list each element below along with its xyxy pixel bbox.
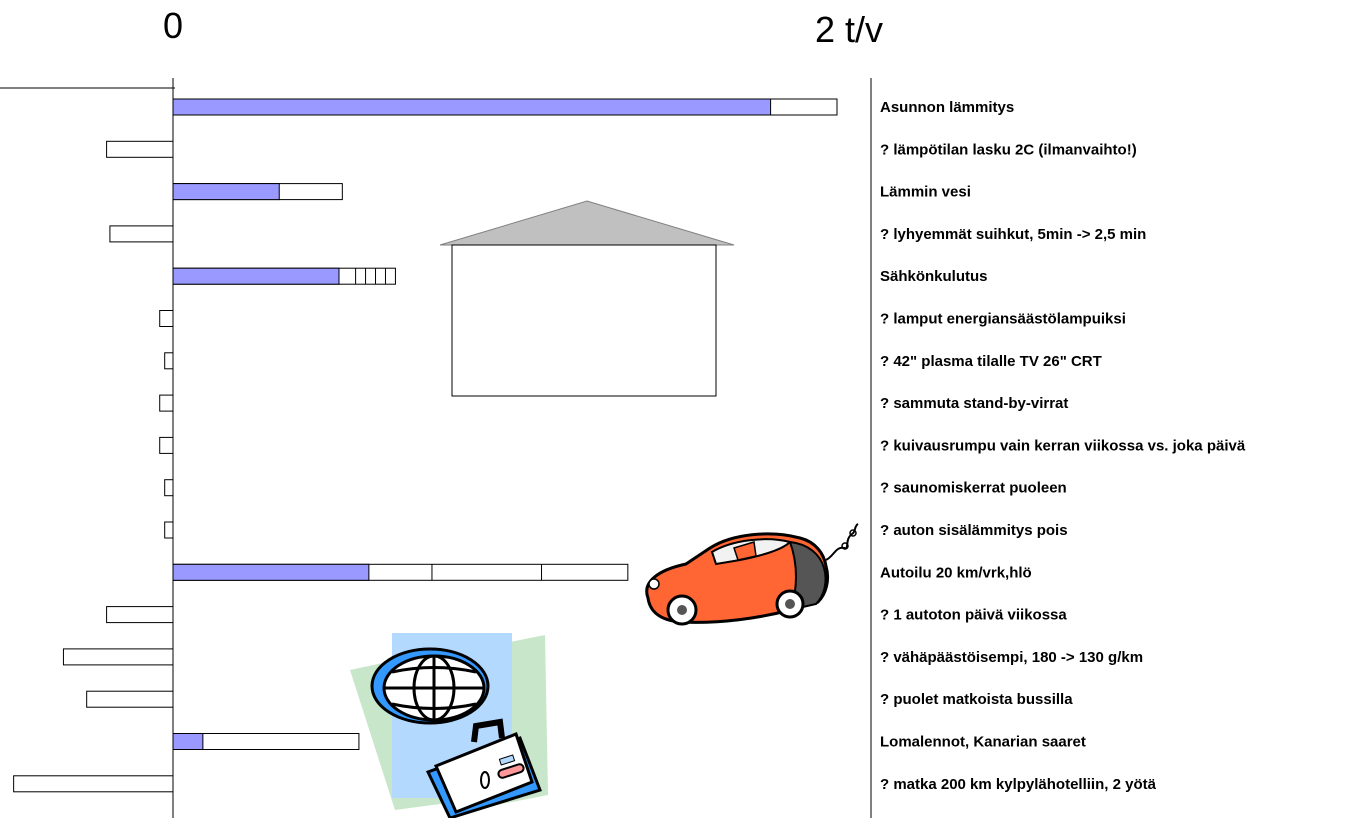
row-label-4: ? lyhyemmät suihkut, 5min -> 2,5 min bbox=[880, 226, 1146, 243]
row-label-15: ? puolet matkoista bussilla bbox=[880, 691, 1073, 708]
bar-row-13 bbox=[106, 606, 174, 624]
row-label-17: ? matka 200 km kylpylähotelliin, 2 yötä bbox=[880, 776, 1157, 793]
bar-row-17 bbox=[13, 775, 174, 793]
row-label-10: ? saunomiskerrat puoleen bbox=[880, 480, 1067, 497]
row-label-7: ? 42" plasma tilalle TV 26" CRT bbox=[880, 353, 1102, 370]
bar-row-8 bbox=[159, 394, 174, 412]
house-icon bbox=[439, 200, 735, 397]
bar-row-7 bbox=[164, 352, 174, 370]
bar-row-9 bbox=[159, 436, 174, 454]
bar-fill-row-3 bbox=[172, 183, 280, 201]
row-label-6: ? lamput energiansäästölampuiksi bbox=[880, 311, 1126, 328]
row-label-13: ? 1 autoton päivä viikossa bbox=[880, 607, 1067, 624]
row-label-9: ? kuivausrumpu vain kerran viikossa vs. … bbox=[880, 437, 1246, 454]
bar-row-2 bbox=[106, 140, 174, 158]
bars-group bbox=[13, 98, 838, 793]
row-labels-group: Asunnon lämmitys ? lämpötilan lasku 2C (i… bbox=[880, 99, 1246, 793]
bar-row-11 bbox=[164, 521, 174, 539]
row-label-12: Autoilu 20 km/vrk,hlö bbox=[880, 564, 1032, 581]
suitcase-icon bbox=[425, 718, 542, 818]
row-label-14: ? vähäpäästöisempi, 180 -> 130 g/km bbox=[880, 649, 1143, 666]
bar-fill-row-16 bbox=[172, 733, 204, 750]
x-tick-label-max: 2 t/v bbox=[815, 9, 883, 50]
bar-fill-row-5 bbox=[172, 267, 340, 285]
row-label-5: Sähkönkulutus bbox=[880, 268, 988, 285]
row-label-2: ? lämpötilan lasku 2C (ilmanvaihto!) bbox=[880, 141, 1137, 158]
car-icon bbox=[645, 523, 859, 626]
bar-fill-row-12 bbox=[172, 563, 370, 581]
row-label-3: Lämmin vesi bbox=[880, 184, 971, 201]
bar-fill-row-1 bbox=[172, 98, 772, 116]
row-label-8: ? sammuta stand-by-virrat bbox=[880, 395, 1068, 412]
bar-row-4 bbox=[109, 225, 174, 243]
x-tick-label-zero: 0 bbox=[163, 5, 183, 46]
bar-row-6 bbox=[159, 310, 174, 327]
bar-row-15 bbox=[86, 690, 174, 708]
bar-row-14 bbox=[62, 648, 174, 666]
row-label-16: Lomalennot, Kanarian saaret bbox=[880, 734, 1086, 751]
row-label-11: ? auton sisälämmitys pois bbox=[880, 522, 1068, 539]
bar-row-10 bbox=[164, 479, 174, 497]
row-label-1: Asunnon lämmitys bbox=[880, 99, 1014, 116]
